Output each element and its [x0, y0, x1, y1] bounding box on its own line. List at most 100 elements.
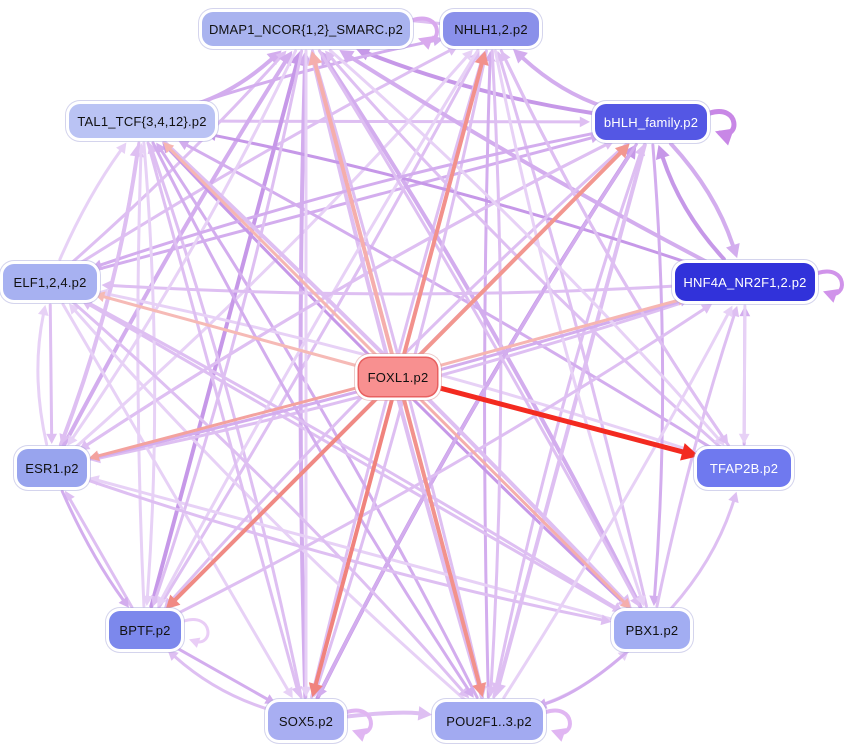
- node-label: BPTF.p2: [119, 622, 171, 638]
- edge-foxl1-elf1: [102, 295, 361, 368]
- arrowhead-tfap2b-tal1: [178, 140, 190, 151]
- edge-elf1-sox5: [61, 302, 290, 691]
- arrowhead-pou2f1-elf1: [68, 303, 80, 315]
- edge-tal1-bptf: [142, 141, 157, 598]
- node-sox5[interactable]: SOX5.p2: [268, 702, 344, 740]
- arrowhead-bhlh-dmap1: [355, 46, 372, 61]
- edge-tal1-esr1: [63, 141, 141, 437]
- self-loop-arrowhead-bhlh: [715, 128, 735, 146]
- arrowhead-esr1-nhlh: [462, 49, 473, 61]
- self-loop-arrowhead-pou2f1: [551, 728, 567, 742]
- arrowhead-bhlh-esr1: [78, 440, 91, 451]
- self-loop-bptf: [182, 618, 210, 644]
- node-label: SOX5.p2: [278, 713, 334, 729]
- edge-elf1-pou2f1: [71, 301, 464, 693]
- node-tal1[interactable]: TAL1_TCF{3,4,12}.p2: [69, 104, 215, 138]
- edge-nhlh-pou2f1: [489, 49, 503, 689]
- edge-bptf-nhlh: [157, 57, 477, 609]
- edge-sox5-pou2f1: [346, 710, 421, 719]
- arrowhead-nhlh-pbx1: [635, 595, 646, 607]
- arrowhead-elf1-nhlh: [446, 46, 459, 56]
- arrowhead-foxl1-esr1: [88, 450, 100, 461]
- edge-bptf-esr1: [68, 498, 134, 609]
- arrowhead-esr1-elf1: [38, 304, 49, 316]
- edge-foxl1-hnf4a: [435, 298, 680, 368]
- edge-foxl1-bhlh: [416, 151, 623, 358]
- node-esr1[interactable]: ESR1.p2: [17, 449, 87, 487]
- edge-foxl1-tal1: [168, 147, 379, 358]
- edge-dmap1-pbx1: [317, 49, 637, 600]
- edge-esr1-pbx1: [85, 478, 604, 622]
- edge-tal1-sox5: [146, 141, 299, 689]
- edge-foxl1-pou2f1: [402, 398, 482, 686]
- edge-elf1-tal1: [58, 149, 122, 261]
- arrowhead-tfap2b-dmap1: [324, 50, 336, 62]
- arrowhead-bhlh-hnf4a: [726, 242, 740, 259]
- edge-foxl1-dmap1: [313, 62, 394, 356]
- edge-bptf-dmap1: [149, 62, 299, 609]
- node-pou2f1[interactable]: POU2F1..3.p2: [435, 702, 543, 740]
- edge-foxl1-tfap2b: [435, 384, 685, 455]
- node-label: PBX1.p2: [625, 622, 679, 638]
- edge-bptf-sox5: [172, 645, 269, 701]
- edge-pou2f1-hnf4a: [502, 313, 730, 700]
- node-label: TFAP2B.p2: [709, 460, 779, 476]
- edge-pbx1-dmap1: [325, 60, 643, 609]
- node-label: ELF1,2,4.p2: [13, 274, 87, 290]
- edge-pou2f1-pbx1: [534, 655, 623, 709]
- edge-elf1-nhlh: [78, 49, 451, 265]
- arrowhead-bhlh-pou2f1: [492, 682, 506, 698]
- arrowhead-hnf4a-bhlh: [655, 144, 670, 160]
- arrowhead-sox5-bptf: [167, 650, 179, 661]
- arrowhead-foxl1-pou2f1: [472, 682, 487, 698]
- arrowhead-pbx1-tfap2b: [728, 491, 739, 504]
- edge-tal1-bhlh: [218, 119, 582, 124]
- self-loop-arrowhead-hnf4a: [823, 289, 839, 303]
- edge-sox5-bptf: [173, 655, 270, 711]
- node-bptf[interactable]: BPTF.p2: [109, 611, 181, 649]
- arrowhead-elf1-sox5: [282, 686, 293, 699]
- arrowhead-hnf4a-dmap1: [339, 49, 355, 64]
- arrowhead-dmap1-esr1: [67, 434, 78, 446]
- node-label: NHLH1,2.p2: [454, 21, 528, 37]
- node-foxl1[interactable]: FOXL1.p2: [359, 358, 437, 396]
- node-hnf4a[interactable]: HNF4A_NR2F1,2.p2: [675, 263, 815, 301]
- edge-bptf-tal1: [136, 151, 146, 608]
- arrowhead-tal1-sox5: [291, 686, 303, 698]
- edge-dmap1-tfap2b: [328, 48, 720, 440]
- edge-hnf4a-dmap1: [348, 55, 708, 264]
- edge-nhlh-bptf: [160, 48, 480, 600]
- arrowhead-nhlh-bptf: [157, 595, 167, 608]
- edge-esr1-dmap1: [62, 60, 287, 448]
- node-elf1[interactable]: ELF1,2,4.p2: [3, 264, 97, 300]
- arrowhead-bptf-hnf4a: [700, 303, 713, 314]
- node-pbx1[interactable]: PBX1.p2: [614, 611, 690, 649]
- arrowhead-elf1-esr1: [46, 433, 58, 445]
- edge-bhlh-esr1: [85, 138, 616, 447]
- self-loop-arrowhead-bptf: [189, 637, 201, 648]
- edge-foxl1-esr1: [96, 385, 360, 458]
- edge-foxl1-pbx1: [417, 396, 626, 604]
- self-loop-arrowhead-sox5: [352, 728, 368, 742]
- arrowhead-foxl1-tal1: [163, 142, 175, 154]
- arrowhead-elf1-tal1: [116, 142, 127, 154]
- edge-esr1-elf1: [36, 313, 49, 446]
- edge-hnf4a-tfap2b: [742, 304, 747, 436]
- arrowhead-foxl1-dmap1: [308, 50, 323, 66]
- edge-foxl1-sox5: [313, 398, 394, 687]
- node-tfap2b[interactable]: TFAP2B.p2: [697, 449, 791, 487]
- arrowhead-foxl1-pbx1: [619, 598, 631, 610]
- node-label: ESR1.p2: [25, 460, 79, 476]
- node-nhlh[interactable]: NHLH1,2.p2: [443, 12, 539, 46]
- node-bhlh[interactable]: bHLH_family.p2: [595, 104, 707, 140]
- edge-hnf4a-elf1: [110, 284, 673, 296]
- arrowhead-tal1-esr1: [59, 433, 70, 445]
- arrowhead-foxl1-tfap2b: [680, 443, 699, 461]
- arrowhead-esr1-pbx1: [600, 614, 612, 626]
- arrowhead-dmap1-sox5: [300, 686, 312, 697]
- edge-nhlh-tfap2b: [499, 49, 725, 439]
- node-label: FOXL1.p2: [367, 369, 429, 385]
- node-dmap1[interactable]: DMAP1_NCOR{1,2}_SMARC.p2: [202, 12, 410, 46]
- edge-pou2f1-tal1: [160, 149, 479, 699]
